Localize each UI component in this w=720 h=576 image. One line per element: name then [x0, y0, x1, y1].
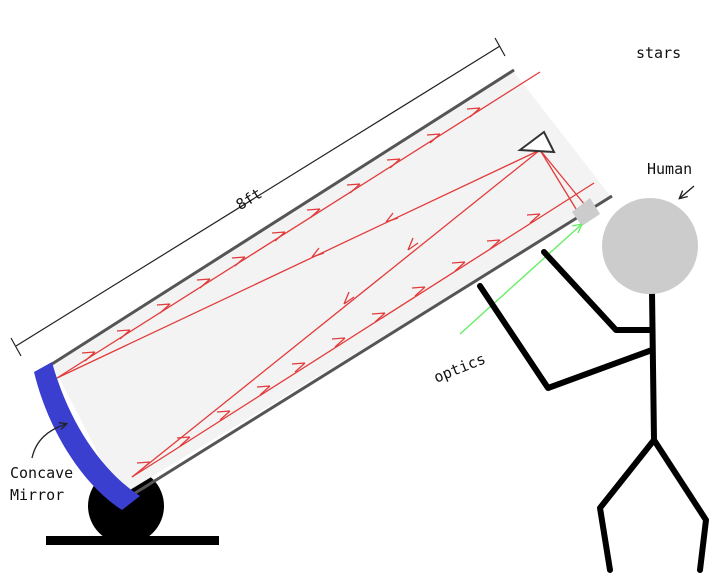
human-figure	[477, 249, 709, 573]
secondary-mirror	[517, 130, 556, 154]
concave-mirror	[34, 362, 140, 510]
reflected-ray-upper	[56, 149, 541, 379]
tube-top-edge	[51, 68, 515, 366]
mirror-pointer-arrow	[31, 424, 66, 459]
length-label: 8ft	[233, 184, 266, 214]
human-pointer-arrow	[680, 185, 695, 198]
mount-base	[46, 536, 219, 545]
incoming-ray-upper	[56, 71, 541, 379]
incoming-ray-lower	[131, 182, 595, 478]
optics-pointer	[459, 223, 583, 335]
length-dimension	[10, 37, 506, 357]
mirror-label-line2: Mirror	[10, 486, 64, 504]
optics-label: optics	[431, 350, 488, 387]
eyepiece-optics	[572, 198, 600, 226]
human-leg-right	[651, 437, 709, 573]
human-label: Human	[647, 160, 692, 178]
telescope-tube	[52, 72, 612, 496]
human-arm-upper	[541, 249, 655, 333]
tube-bottom-edge	[123, 194, 613, 502]
mirror-label-line1: Concave	[10, 464, 73, 482]
human-head	[602, 198, 698, 294]
reflected-ray-lower	[131, 149, 541, 478]
human-arm-lower	[477, 283, 655, 391]
ray-arrowheads	[81, 107, 541, 472]
human-leg-left	[597, 437, 657, 573]
human-body	[649, 289, 657, 443]
light-rays	[56, 71, 595, 478]
stars-label: stars	[636, 44, 681, 62]
